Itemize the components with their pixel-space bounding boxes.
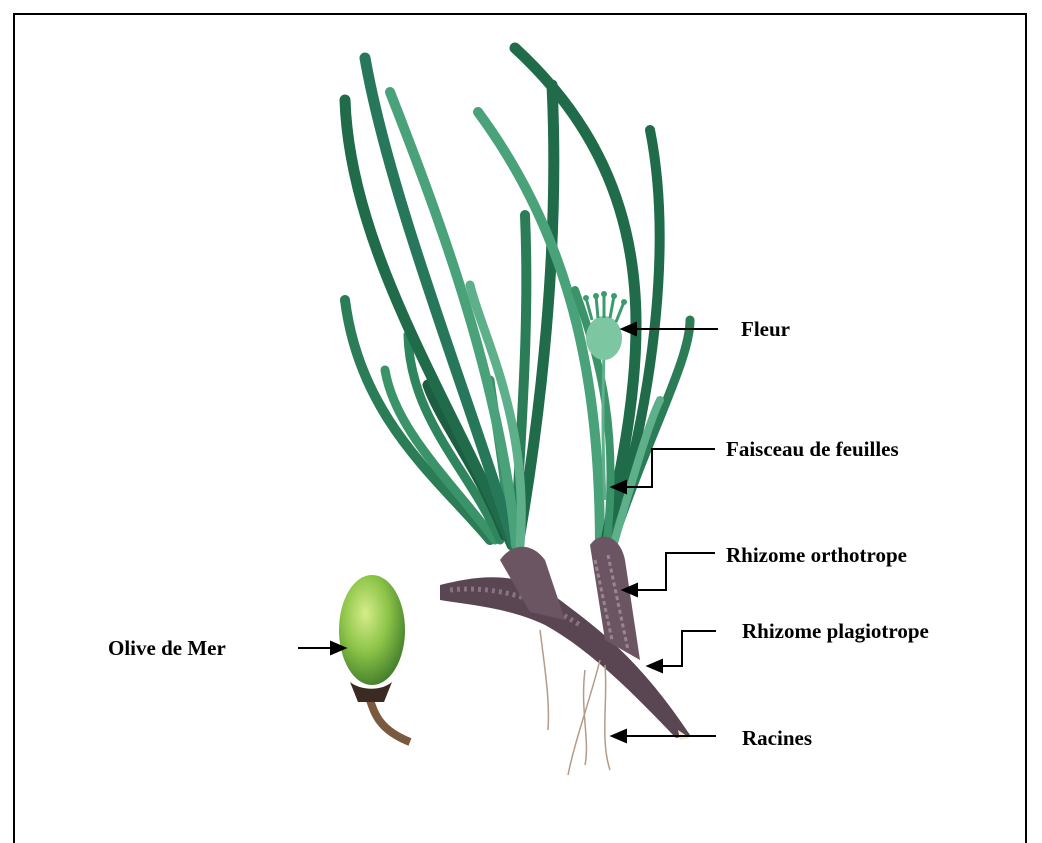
label-rhizome-orthotrope: Rhizome orthotrope — [726, 545, 907, 566]
arrow-rhizome-orthotrope — [623, 553, 715, 596]
arrow-rhizome-plagiotrope — [648, 631, 716, 672]
label-fleur: Fleur — [741, 319, 790, 340]
sea-olive-fruit — [339, 575, 410, 742]
label-racines: Racines — [742, 728, 812, 749]
arrow-racines — [612, 730, 716, 742]
rhizome-plagiotrope-shape — [440, 577, 690, 738]
arrow-fleur — [622, 323, 718, 335]
arrow-olive — [298, 642, 345, 654]
label-olive-de-mer: Olive de Mer — [108, 638, 226, 659]
leaves-left-tuft — [345, 58, 554, 545]
label-rhizome-plagiotrope: Rhizome plagiotrope — [742, 621, 929, 642]
label-faisceau-de-feuilles: Faisceau de feuilles — [726, 439, 899, 460]
rhizomes — [440, 537, 690, 740]
